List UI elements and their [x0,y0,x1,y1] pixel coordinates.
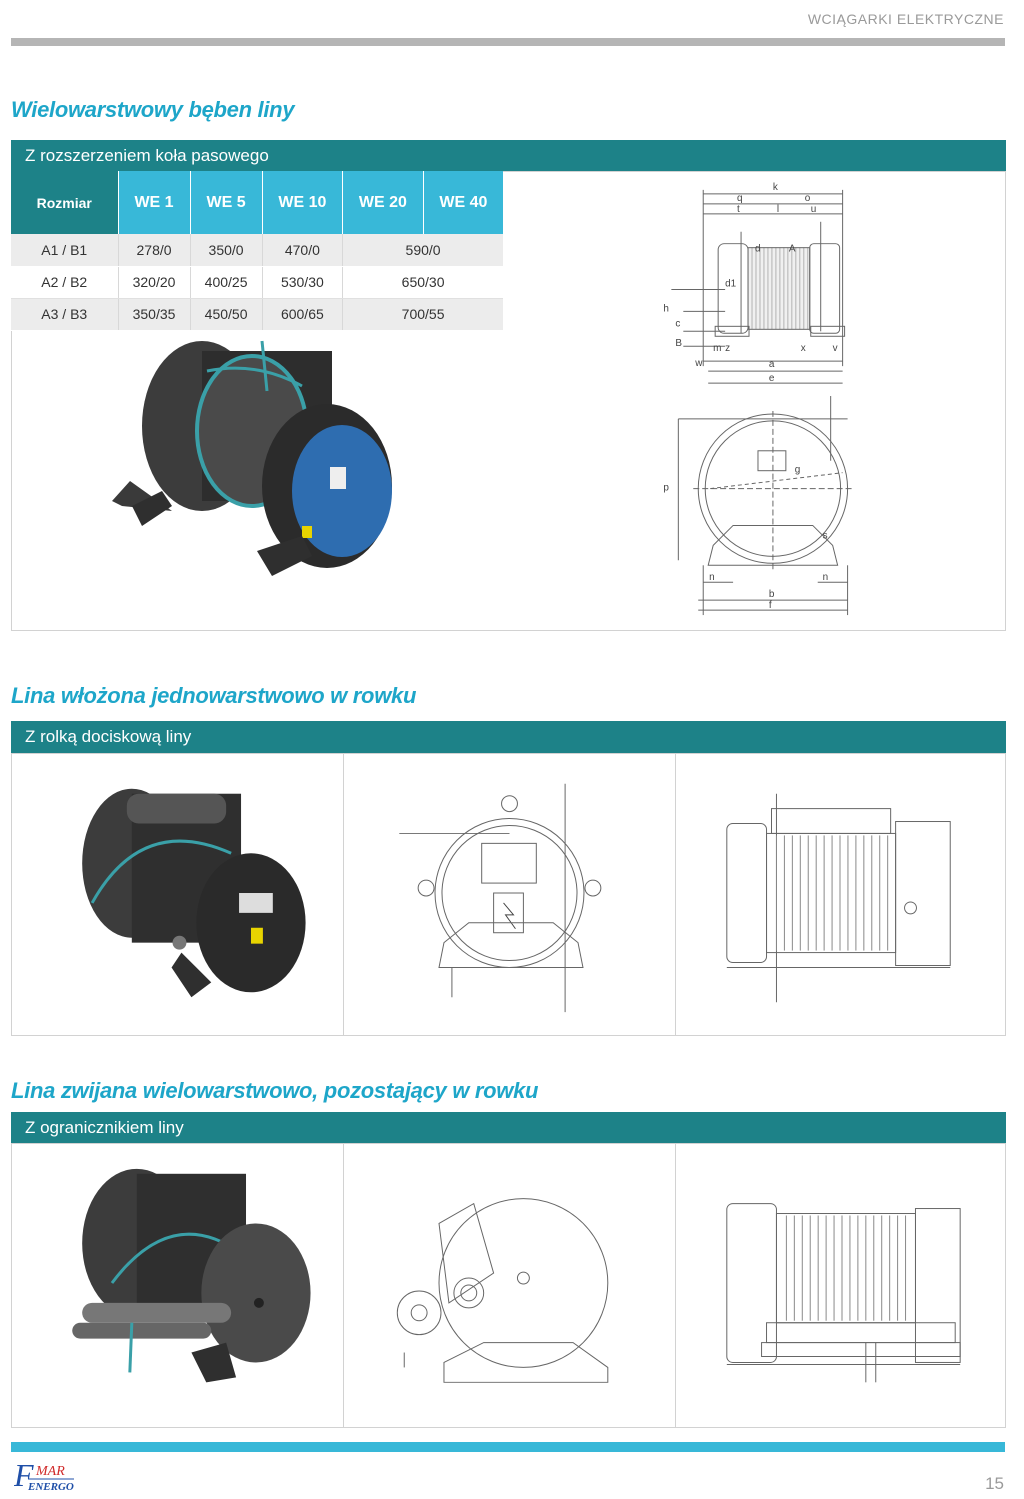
row-label: A1 / B1 [11,234,118,267]
dim-label: t [737,204,740,215]
dim-label: n [709,572,715,583]
dim-label: l [777,204,779,215]
dim-label: n [823,572,829,583]
table-cell: 470/0 [261,234,343,267]
dim-label: k [773,182,778,193]
winch-image-pressure-roller [12,754,344,1035]
table-row: A3 / B3 350/35 450/50 600/65 700/55 [11,298,503,331]
dim-label: d [755,244,761,255]
table-row: A1 / B1 278/0 350/0 470/0 590/0 [11,234,503,267]
dimension-drawing: k q o t l u d A d1 h c B w m z x v a e p [503,172,1005,630]
section3-subtitle: Z ogranicznikiem liny [11,1112,1006,1144]
front-view-drawing-svg [399,783,602,1013]
limiter-front-drawing [344,1144,676,1427]
section1-subtitle: Z rozszerzeniem koła pasowego [11,140,1006,172]
side-view-drawing-svg [726,793,951,1003]
dim-label: d1 [725,279,737,290]
limiter-side-drawing-svg [726,1203,961,1383]
footer-divider [11,1442,1005,1452]
front-view-drawing [344,754,676,1035]
section1-title: Wielowarstwowy bęben liny [11,97,295,122]
dim-label: o [805,193,811,204]
dim-label: g [795,465,801,476]
table-cell: 400/25 [189,266,263,299]
table-cell: 278/0 [117,234,191,267]
dimension-drawing-svg: k q o t l u d A d1 h c B w m z x v a e p [663,182,853,616]
dim-label: x [801,343,806,354]
table-cell: 350/35 [117,298,191,331]
table-cell: 450/50 [189,298,263,331]
dim-label: e [769,373,775,384]
size-table: Rozmiar WE 1 WE 5 WE 10 WE 20 WE 40 A1 /… [11,171,503,331]
table-cell: 590/0 [342,234,503,267]
dim-label: c [675,318,680,329]
dim-label: q [737,193,743,204]
header-divider [11,38,1005,46]
column-header: WE 40 [422,171,503,234]
dim-label: A [789,244,796,255]
row-label: A3 / B3 [11,298,118,331]
dim-label: w [694,358,703,369]
section2-panel [11,753,1006,1036]
winch-pressure-roller-svg [82,788,306,998]
column-header: WE 1 [117,171,191,234]
dim-label: a [769,359,775,370]
winch-rope-limiter-svg [72,1168,311,1383]
table-row: A2 / B2 320/20 400/25 530/30 650/30 [11,266,503,299]
dim-label: m [713,343,721,354]
winch-image-multilayer [112,340,392,576]
dim-label: z [725,343,730,354]
fmar-energo-logo: F MAR ENERGO [14,1458,74,1492]
section3-title: Lina zwijana wielowarstwowo, pozostający… [11,1078,539,1103]
page-number: 15 [985,1474,1004,1493]
dim-label: B [675,338,682,349]
column-header: WE 20 [342,171,424,234]
dim-label: u [811,204,817,215]
logo-text-top: MAR [35,1464,65,1479]
column-header: WE 10 [261,171,343,234]
table-cell: 600/65 [261,298,343,331]
section2-title: Lina włożona jednowarstwowo w rowku [11,683,417,708]
dim-label: f [769,600,772,611]
winch-image-rope-limiter [12,1144,344,1427]
section3-panel [11,1143,1006,1428]
table-cell: 530/30 [261,266,343,299]
logo-letter: F [14,1458,34,1492]
limiter-side-drawing [676,1144,1007,1427]
category-label: WCIĄGARKI ELEKTRYCZNE [807,11,1004,27]
dim-label: v [833,343,838,354]
table-cell: 650/30 [342,266,503,299]
side-view-drawing [676,754,1007,1035]
dim-label: s [823,530,828,541]
table-cell: 350/0 [189,234,263,267]
logo-text-bottom: ENERGO [27,1481,74,1492]
table-cell: 700/55 [342,298,503,331]
size-header: Rozmiar [11,171,118,234]
dim-label: h [663,303,669,314]
limiter-front-drawing-svg [396,1198,609,1383]
dim-label: p [663,483,669,494]
column-header: WE 5 [189,171,263,234]
section2-subtitle: Z rolką dociskową liny [11,721,1006,753]
row-label: A2 / B2 [11,266,118,299]
dim-label: b [769,589,775,600]
table-cell: 320/20 [117,266,191,299]
